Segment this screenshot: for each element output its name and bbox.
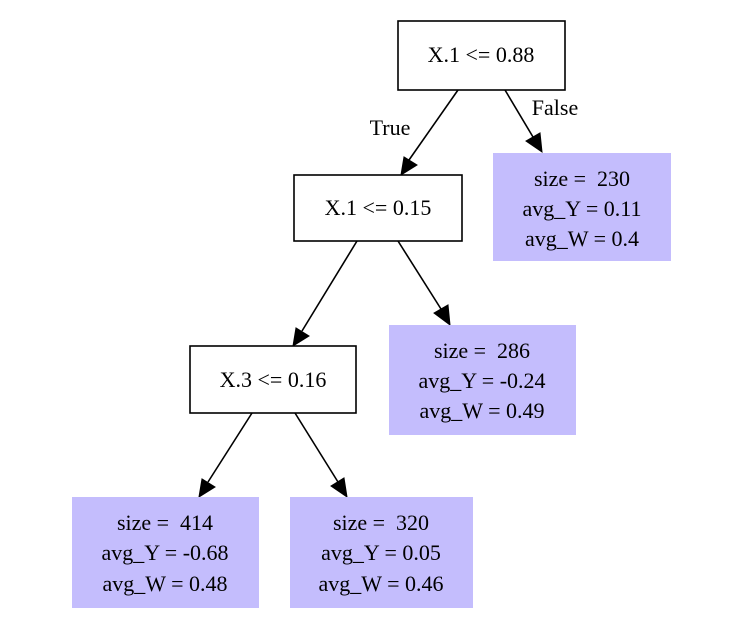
split-node-2-label: X.1 <= 0.15 [325,195,432,220]
edge-split2-to-split3 [301,240,358,332]
split-node-3-box [189,345,357,414]
leaf-node-a-size: size = 230 [534,166,630,191]
split-node-root: X.1 <= 0.88 [397,20,566,91]
edge-root-to-split2-arrowhead [400,156,418,177]
leaf-node-c-size: size = 414 [117,510,213,535]
edge-label-true: True [370,115,411,140]
leaf-node-c-box [72,497,259,608]
split-node-2: X.1 <= 0.15 [293,174,463,242]
leaf-node-a: size = 230 avg_Y = 0.11 avg_W = 0.4 [493,153,671,261]
leaf-node-c: size = 414 avg_Y = -0.68 avg_W = 0.48 [72,497,259,608]
leaf-node-d: size = 320 avg_Y = 0.05 avg_W = 0.46 [290,497,473,608]
leaf-node-d-box [290,497,473,608]
edge-split2-to-split3-arrowhead [292,327,310,348]
leaf-node-b-avg-w: avg_W = 0.49 [419,398,544,423]
edge-split3-to-leaf-c-arrowhead [198,478,216,499]
split-node-3: X.3 <= 0.16 [189,345,357,414]
leaf-node-d-size: size = 320 [333,510,429,535]
split-node-root-box [397,20,566,91]
edge-root-to-leaf-a-arrowhead [525,132,543,154]
leaf-node-b-size: size = 286 [434,338,530,363]
leaf-node-b: size = 286 avg_Y = -0.24 avg_W = 0.49 [389,325,576,435]
leaf-node-b-box [389,325,576,435]
leaf-node-d-avg-w: avg_W = 0.46 [318,571,443,596]
edge-split3-to-leaf-d [294,412,339,483]
leaf-node-a-avg-w: avg_W = 0.4 [525,226,639,251]
split-node-3-label: X.3 <= 0.16 [220,367,327,392]
split-node-2-box [293,174,463,242]
leaf-node-c-avg-y: avg_Y = -0.68 [101,540,228,565]
leaf-node-c-avg-w: avg_W = 0.48 [102,571,227,596]
split-node-root-label: X.1 <= 0.88 [428,42,535,67]
leaf-node-a-avg-y: avg_Y = 0.11 [523,196,642,221]
edge-split3-to-leaf-d-arrowhead [330,477,348,499]
edge-label-false: False [532,95,578,120]
leaf-node-b-avg-y: avg_Y = -0.24 [418,368,545,393]
edge-root-to-split2 [408,89,459,161]
edge-split2-to-leaf-b-arrowhead [433,304,451,327]
leaf-node-d-avg-y: avg_Y = 0.05 [321,540,441,565]
edge-split2-to-leaf-b [397,240,442,310]
leaf-node-a-box [493,153,671,261]
edges [198,89,543,499]
edge-root-to-leaf-a [504,89,534,138]
edge-split3-to-leaf-c [207,412,253,483]
